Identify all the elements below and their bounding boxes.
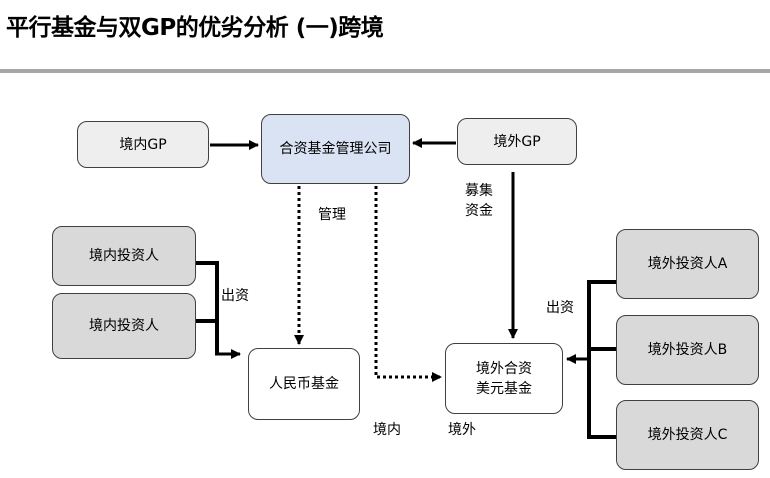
bracket-domestic-investors [196,261,241,359]
arrow-manager-to-usd-fund [374,186,442,382]
node-domestic-investor-2: 境内投资人 [52,293,196,359]
node-overseas-investor-a-label: 境外投资人A [647,256,728,272]
node-domestic-investor-1: 境内投资人 [52,226,196,286]
page-title: 平行基金与双GP的优劣分析 (一)跨境 [6,15,384,41]
node-rmb-fund: 人民币基金 [248,348,360,420]
node-domestic-gp-label: 境内GP [119,136,167,153]
node-domestic-investor-1-label: 境内投资人 [89,248,159,264]
node-overseas-gp-label: 境外GP [493,133,541,150]
edge-label-manage: 管理 [318,207,346,223]
node-jv-fund-manager-label: 合资基金管理公司 [279,141,392,157]
node-usd-jv-fund-label-line2: 美元基金 [476,380,532,397]
node-overseas-gp: 境外GP [457,118,577,165]
node-domestic-investor-2-label: 境内投资人 [89,318,159,334]
node-domestic-gp: 境内GP [77,121,209,168]
edge-label-raise-line2: 资金 [465,203,493,219]
node-overseas-investor-b: 境外投资人B [616,315,759,385]
region-label-domestic: 境内 [373,422,401,438]
node-overseas-investor-c-label: 境外投资人C [647,427,728,443]
edge-label-invest-domestic: 出资 [221,288,249,304]
edge-label-raise-line1: 募集 [465,183,493,199]
node-usd-jv-fund: 境外合资 美元基金 [445,343,563,414]
bracket-overseas-investors [566,280,616,439]
node-jv-fund-manager: 合资基金管理公司 [261,114,410,184]
node-usd-jv-fund-label-line1: 境外合资 [476,360,532,377]
title-divider [0,69,770,73]
node-overseas-investor-b-label: 境外投资人B [647,342,728,358]
node-overseas-investor-a: 境外投资人A [616,229,759,299]
edge-label-invest-overseas: 出资 [546,300,574,316]
region-label-overseas: 境外 [448,422,476,438]
node-rmb-fund-label: 人民币基金 [269,376,339,392]
node-overseas-investor-c: 境外投资人C [616,400,759,470]
